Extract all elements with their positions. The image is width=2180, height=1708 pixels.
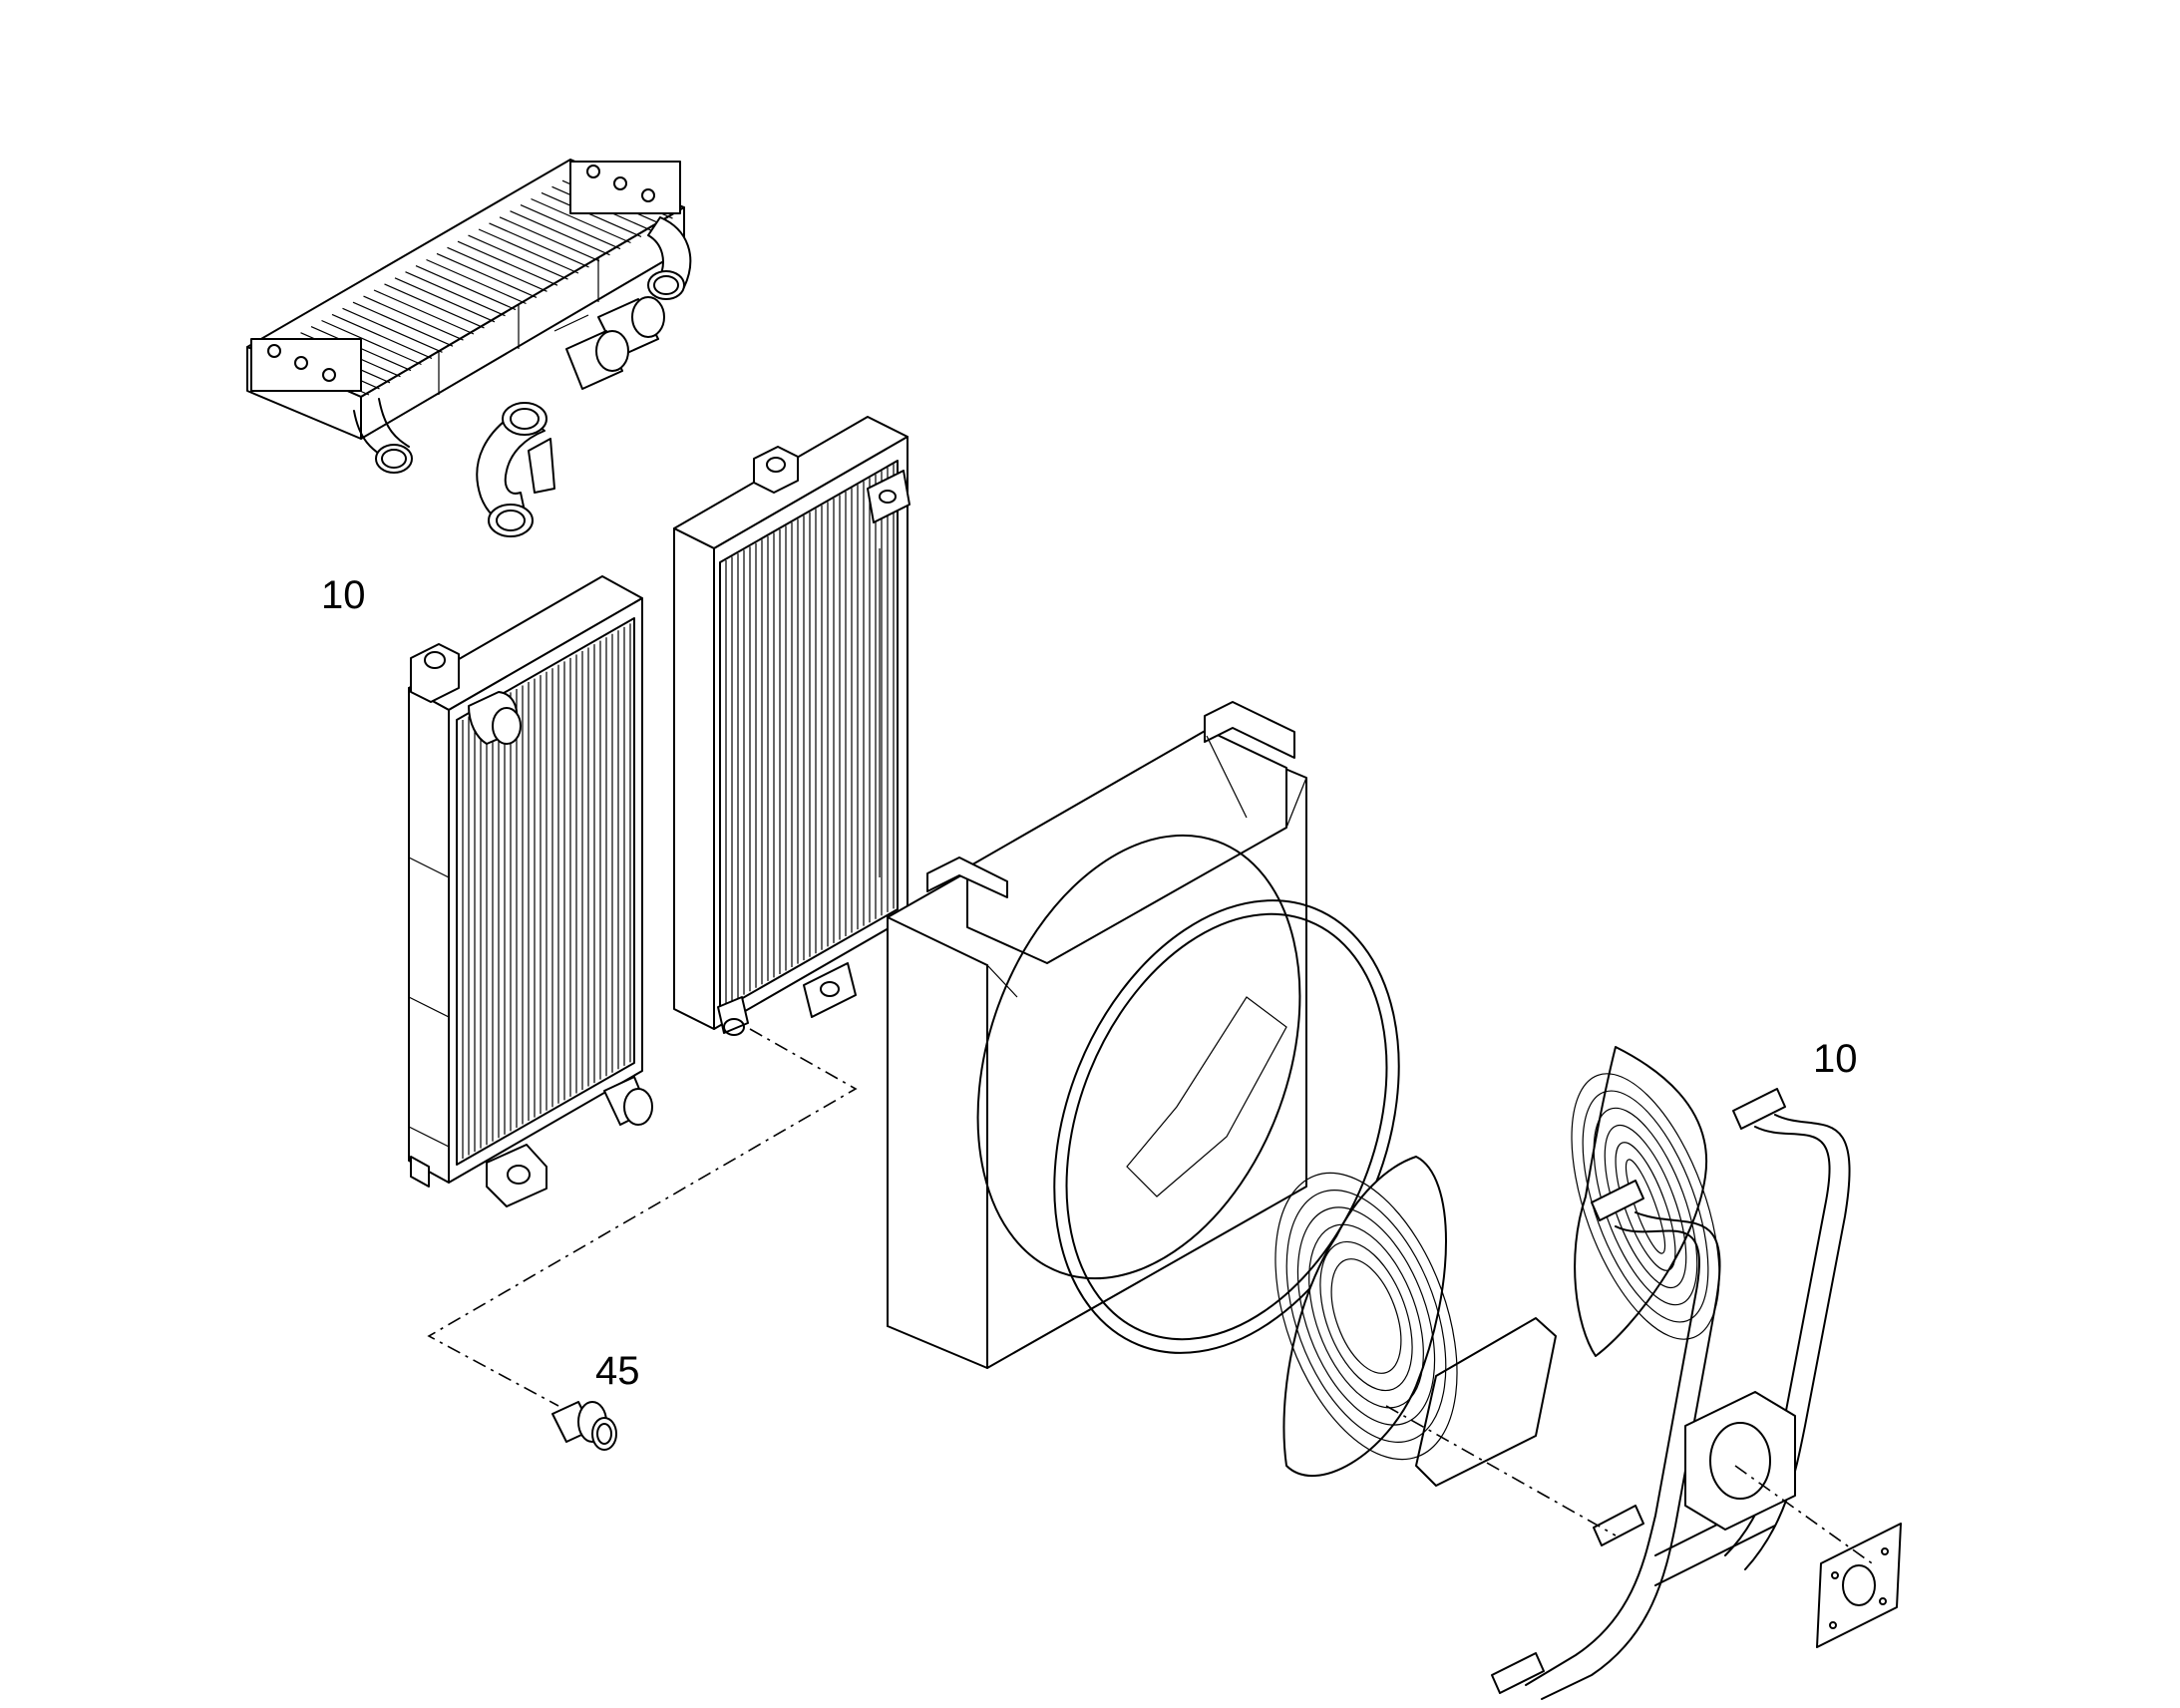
fin-line [331, 313, 433, 359]
leader-lines [427, 1028, 1876, 1566]
fin-line [447, 246, 547, 292]
fan-guard [1274, 1046, 1720, 1487]
guard-wire [1296, 1206, 1436, 1426]
fin-line [352, 301, 454, 347]
guard-wire [1319, 1240, 1413, 1392]
guard-wire [1582, 1090, 1709, 1323]
fin-line [510, 210, 610, 256]
guard-wire [1330, 1258, 1402, 1374]
fin-line [405, 271, 506, 317]
fin-line [426, 258, 527, 305]
callout-label: 10 [321, 573, 366, 617]
callout-label: 10 [1813, 1037, 1858, 1081]
fin-line [489, 222, 589, 268]
fin-line [520, 204, 621, 250]
fin-line [531, 197, 631, 244]
guard-wire [1308, 1223, 1424, 1409]
fin-line [436, 252, 538, 298]
guard-wire [1285, 1190, 1447, 1443]
fin-line [394, 277, 496, 323]
callout-label: 45 [595, 1349, 640, 1393]
hose [476, 296, 665, 537]
fin-line [415, 265, 517, 311]
fin-line [321, 319, 422, 366]
fin-line [478, 228, 579, 274]
fin-line [457, 240, 558, 286]
guard-wire [1604, 1124, 1687, 1289]
fin-line [499, 216, 600, 262]
fin-line [384, 283, 485, 329]
guard-wire [1593, 1107, 1698, 1306]
radiator [408, 575, 653, 1207]
fin-line [541, 191, 642, 237]
oil-cooler [673, 416, 910, 1036]
guard-wire [1571, 1073, 1720, 1340]
fin-line [468, 234, 568, 280]
drain-plug [551, 1401, 617, 1451]
fin-line [373, 289, 475, 335]
charge-air-cooler [246, 159, 692, 474]
guard-wire [1615, 1142, 1676, 1271]
guard-wire [1274, 1172, 1458, 1461]
fan-shroud [887, 701, 1307, 1369]
motor-plate [1816, 1523, 1902, 1648]
guard-wire [1625, 1159, 1666, 1254]
fin-line [363, 295, 464, 341]
mounting-frame [1491, 1088, 1851, 1700]
fin-line [342, 307, 443, 353]
